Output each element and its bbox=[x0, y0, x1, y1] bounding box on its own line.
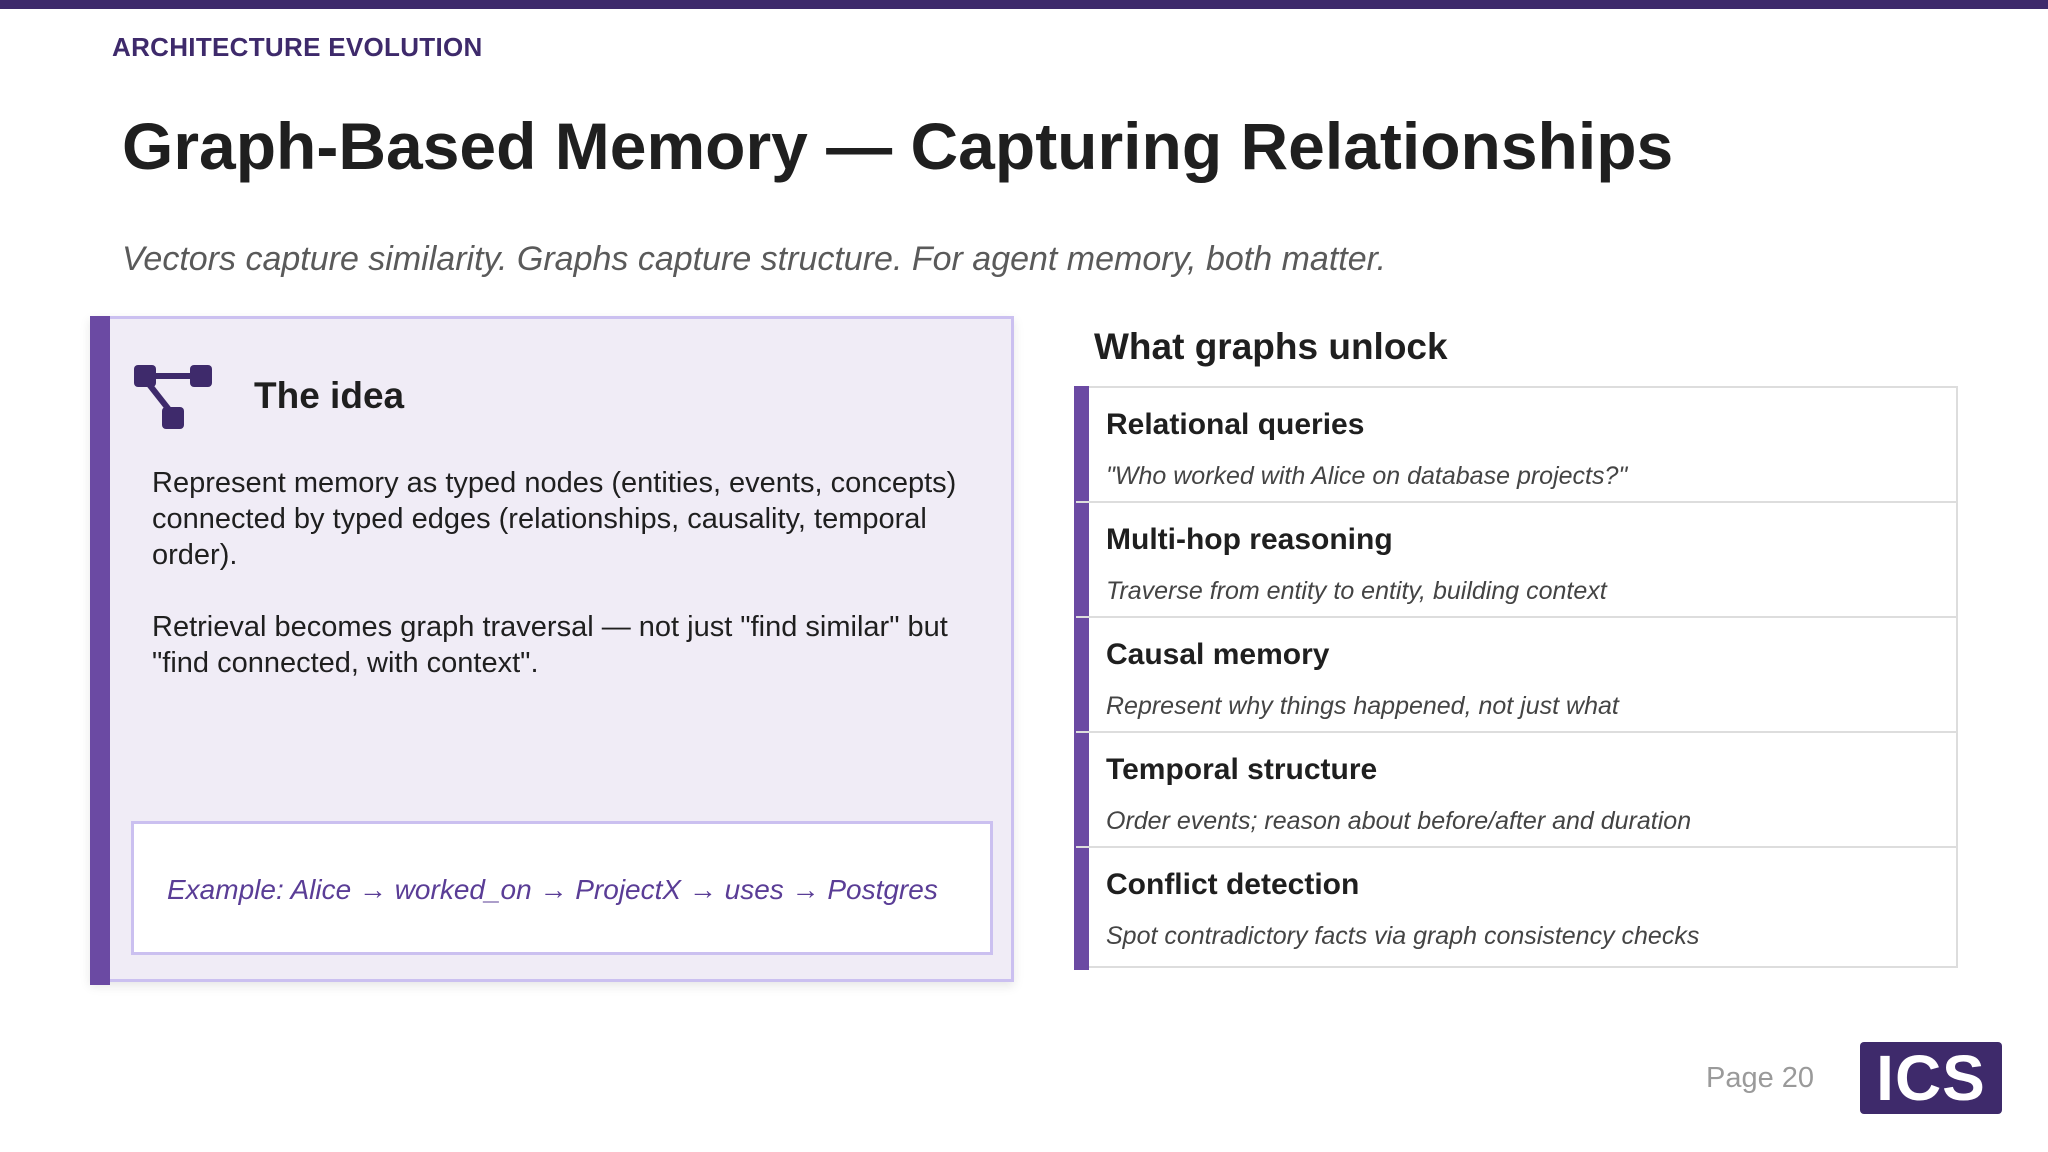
section-label: ARCHITECTURE EVOLUTION bbox=[112, 32, 483, 62]
item-description: "Who worked with Alice on database proje… bbox=[1106, 462, 1628, 490]
item-description: Represent why things happened, not just … bbox=[1106, 692, 1619, 720]
list-item: Relational queries "Who worked with Alic… bbox=[1076, 388, 1956, 503]
idea-paragraph: Retrieval becomes graph traversal — not … bbox=[152, 611, 948, 679]
idea-paragraph: Represent memory as typed nodes (entitie… bbox=[152, 467, 957, 571]
list-item: Temporal structure Order events; reason … bbox=[1076, 733, 1956, 848]
list-item: Multi-hop reasoning Traverse from entity… bbox=[1076, 503, 1956, 618]
example-box: Example: Alice → worked_on → ProjectX → … bbox=[131, 821, 993, 955]
item-title: Relational queries bbox=[1106, 408, 1365, 441]
unlocks-accent bbox=[1074, 386, 1089, 970]
item-title: Conflict detection bbox=[1106, 868, 1360, 901]
unlocks-heading: What graphs unlock bbox=[1094, 326, 1448, 367]
slide-subtitle: Vectors capture similarity. Graphs captu… bbox=[122, 240, 1387, 278]
graph-nodes-icon bbox=[134, 365, 212, 429]
list-item: Conflict detection Spot contradictory fa… bbox=[1076, 848, 1956, 966]
item-description: Order events; reason about before/after … bbox=[1106, 807, 1692, 835]
page-number: Page 20 bbox=[1706, 1062, 1815, 1094]
slide-title: Graph-Based Memory — Capturing Relations… bbox=[122, 109, 1674, 183]
logo-text: ICS bbox=[1876, 1042, 1986, 1114]
item-description: Spot contradictory facts via graph consi… bbox=[1106, 922, 1700, 950]
idea-card: The idea Represent memory as typed nodes… bbox=[90, 316, 1014, 985]
item-title: Causal memory bbox=[1106, 638, 1330, 671]
idea-card-accent bbox=[90, 316, 110, 985]
item-title: Multi-hop reasoning bbox=[1106, 523, 1393, 556]
item-description: Traverse from entity to entity, building… bbox=[1106, 577, 1607, 605]
ics-logo: ICS bbox=[1860, 1042, 2002, 1114]
top-accent-bar bbox=[0, 0, 2048, 9]
example-text: Example: Alice → worked_on → ProjectX → … bbox=[167, 874, 938, 905]
unlocks-list: Relational queries "Who worked with Alic… bbox=[1074, 386, 1958, 970]
idea-heading: The idea bbox=[254, 375, 405, 416]
item-title: Temporal structure bbox=[1106, 753, 1378, 786]
list-item: Causal memory Represent why things happe… bbox=[1076, 618, 1956, 733]
